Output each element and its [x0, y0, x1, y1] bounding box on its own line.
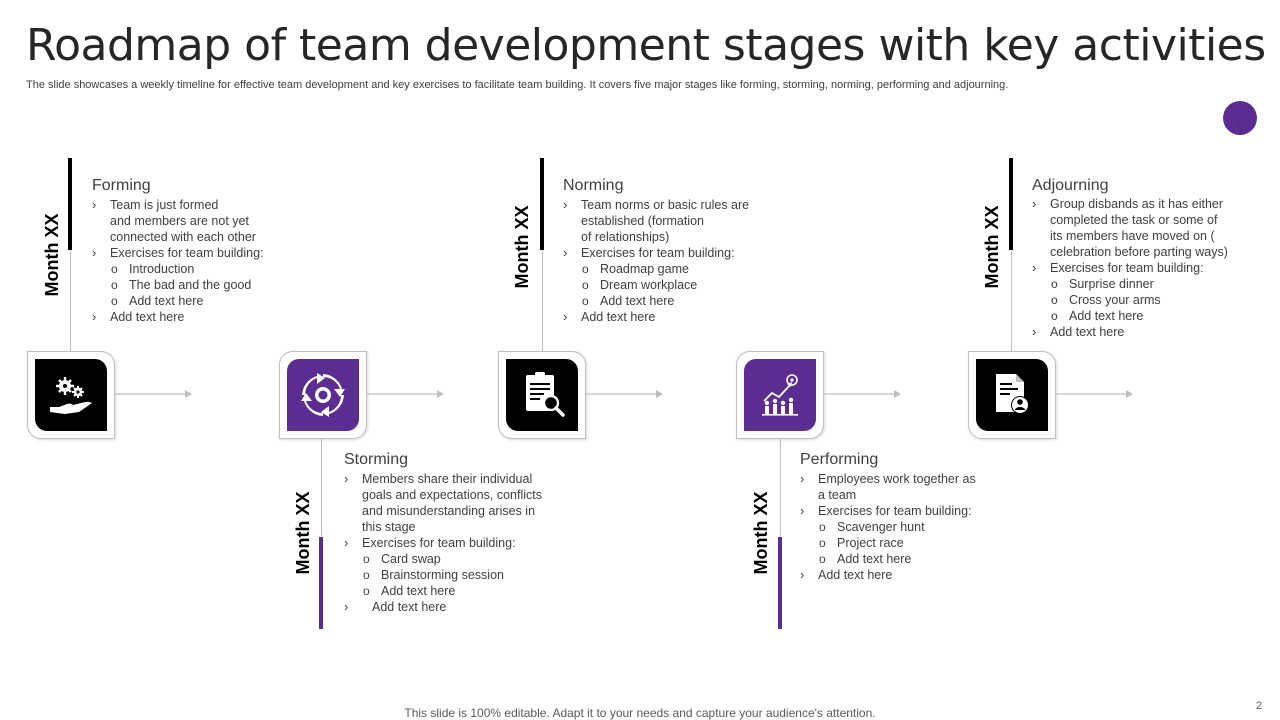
storming-timeline-bar: [319, 537, 323, 629]
performing-month-label: Month XX: [751, 491, 771, 575]
forming-title: Forming: [92, 177, 151, 194]
performing-icon-tile: [744, 359, 816, 431]
list-item: Exercises for team building:: [92, 245, 292, 261]
adjourning-title: Adjourning: [1032, 177, 1109, 194]
list-subitem: Roadmap game: [563, 261, 783, 277]
norming-icon-box: [498, 351, 586, 439]
norming-icon-tile: [506, 359, 578, 431]
adjourning-activity-list: Group disbands as it has eithercompleted…: [1032, 196, 1272, 340]
adjourning-arrow: [1056, 390, 1133, 398]
document-person-icon: [996, 374, 1029, 414]
slide-title: Roadmap of team development stages with …: [26, 20, 1266, 71]
performing-arrow: [824, 390, 901, 398]
list-subitem: Scavenger hunt: [800, 519, 1010, 535]
forming-month-label: Month XX: [42, 213, 62, 297]
list-subitem: Card swap: [344, 551, 574, 567]
list-item: Add text here: [92, 309, 292, 325]
list-subitem: The bad and the good: [92, 277, 292, 293]
page-number: 2: [1256, 700, 1263, 712]
team-growth-chart-icon: [762, 374, 798, 416]
storming-icon-tile: [287, 359, 359, 431]
storming-icon-box: [279, 351, 367, 439]
norming-arrow: [586, 390, 663, 398]
forming-connector: [70, 250, 71, 352]
list-item: Employees work together asa team: [800, 471, 1010, 503]
storming-arrow: [367, 390, 444, 398]
storming-month-label: Month XX: [293, 491, 313, 575]
clipboard-search-icon: [526, 372, 565, 417]
performing-activity-list: Employees work together asa team Exercis…: [800, 471, 1010, 583]
list-item: Add text here: [563, 309, 783, 325]
list-item: Team norms or basic rules areestablished…: [563, 197, 783, 245]
list-subitem: Surprise dinner: [1032, 276, 1272, 292]
list-item: Exercises for team building:: [800, 503, 1010, 519]
list-subitem: Project race: [800, 535, 1010, 551]
list-item: Exercises for team building:: [563, 245, 783, 261]
list-item: Group disbands as it has eithercompleted…: [1032, 196, 1272, 260]
storming-title: Storming: [344, 451, 409, 468]
list-item: Add text here: [344, 599, 574, 615]
forming-icon-box: [27, 351, 115, 439]
forming-arrow: [115, 390, 192, 398]
list-subitem: Add text here: [800, 551, 1010, 567]
list-item: Add text here: [800, 567, 1010, 583]
slide-subtitle: The slide showcases a weekly timeline fo…: [26, 79, 1009, 91]
forming-timeline-bar: [68, 158, 72, 250]
list-item: Exercises for team building:: [1032, 260, 1272, 276]
gears-hand-icon: [50, 377, 92, 414]
circular-arrows-icon: [301, 373, 345, 417]
norming-month-label: Month XX: [512, 205, 532, 289]
list-subitem: Add text here: [344, 583, 574, 599]
list-subitem: Add text here: [1032, 308, 1272, 324]
norming-connector: [542, 250, 543, 352]
adjourning-timeline-bar: [1009, 158, 1013, 250]
list-subitem: Brainstorming session: [344, 567, 574, 583]
storming-connector: [321, 437, 322, 537]
adjourning-icon-tile: [976, 359, 1048, 431]
norming-title: Norming: [563, 177, 624, 194]
list-subitem: Cross your arms: [1032, 292, 1272, 308]
forming-icon-tile: [35, 359, 107, 431]
list-subitem: Introduction: [92, 261, 292, 277]
brand-logo-icon: [1223, 101, 1257, 135]
adjourning-month-label: Month XX: [982, 205, 1002, 289]
norming-activity-list: Team norms or basic rules areestablished…: [563, 197, 783, 325]
performing-timeline-bar: [778, 537, 782, 629]
list-subitem: Add text here: [92, 293, 292, 309]
list-item: Exercises for team building:: [344, 535, 574, 551]
performing-connector: [780, 437, 781, 537]
adjourning-icon-box: [968, 351, 1056, 439]
norming-timeline-bar: [540, 158, 544, 250]
adjourning-connector: [1011, 250, 1012, 352]
list-item: Add text here: [1032, 324, 1272, 340]
list-subitem: Add text here: [563, 293, 783, 309]
slide-footer: This slide is 100% editable. Adapt it to…: [404, 706, 876, 720]
list-subitem: Dream workplace: [563, 277, 783, 293]
performing-title: Performing: [800, 451, 879, 468]
performing-icon-box: [736, 351, 824, 439]
